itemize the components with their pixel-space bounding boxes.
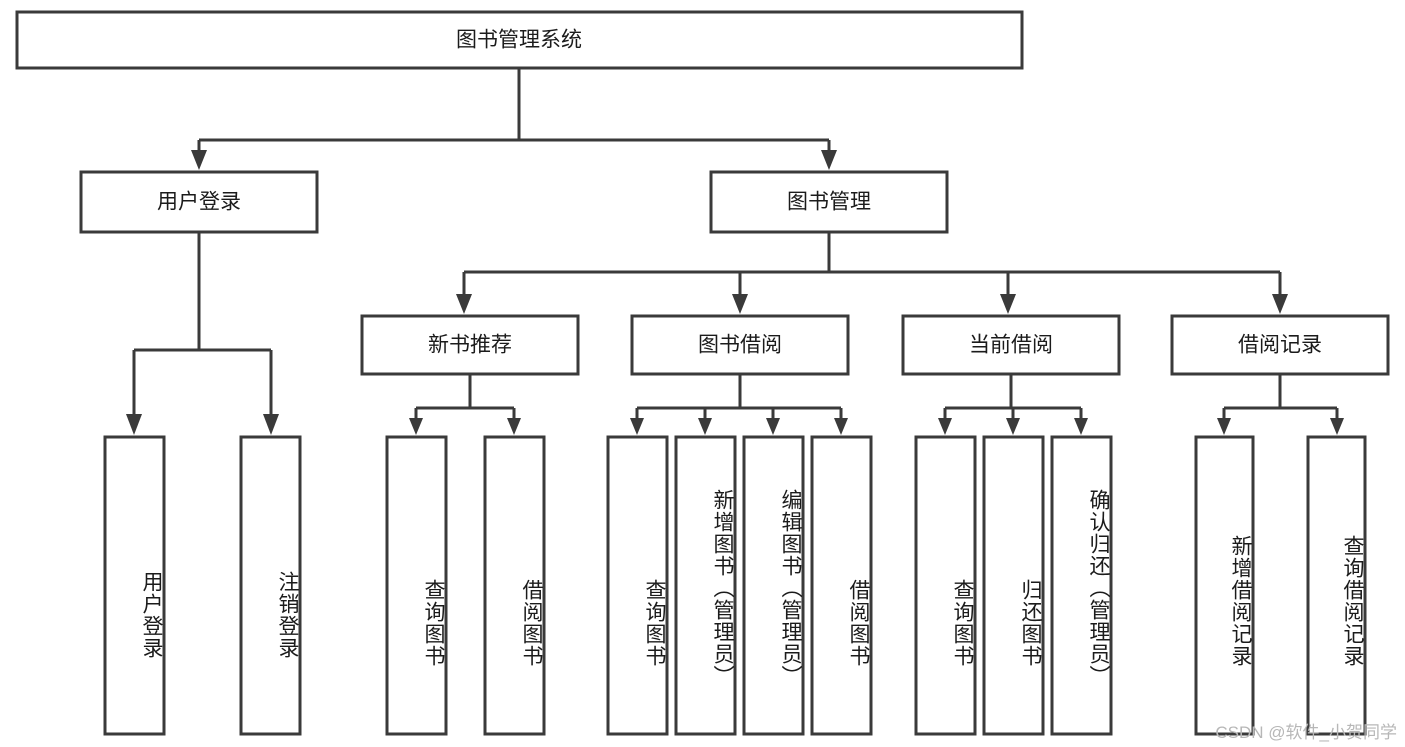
arrowhead-leaf-return-book (1006, 418, 1020, 435)
node-current-borrow-rect[interactable] (901, 314, 1121, 376)
node-leaf-query-book-rec-rect[interactable] (385, 435, 448, 736)
node-new-book-recommend-rect[interactable] (360, 314, 580, 376)
node-new-book-recommend[interactable]: 新书推荐 (360, 314, 580, 376)
arrowhead-borrow-record (1272, 294, 1288, 314)
connector-group-new-book-recommend (409, 374, 521, 435)
arrowhead-user-login (191, 150, 207, 170)
connector-group-current-borrow (938, 374, 1088, 435)
node-borrow-record-rect[interactable] (1170, 314, 1390, 376)
arrowhead-book-borrow (732, 294, 748, 314)
connector-group-user-login (126, 232, 279, 435)
arrowhead-leaf-confirm-return (1074, 418, 1088, 435)
node-leaf-edit-book-rect[interactable] (742, 435, 805, 736)
node-root[interactable]: 图书管理系统 (15, 10, 1024, 70)
leaf-boxes (103, 435, 1367, 736)
node-leaf-return-book-rect[interactable] (982, 435, 1045, 736)
arrowhead-leaf-query-book-rec (409, 418, 423, 435)
node-book-borrow[interactable]: 图书借阅 (630, 314, 850, 376)
node-borrow-record[interactable]: 借阅记录 (1170, 314, 1390, 376)
connector-group-borrow-record (1217, 374, 1344, 435)
node-leaf-confirm-return-rect[interactable] (1050, 435, 1113, 736)
node-leaf-query-book-cur-rect[interactable] (914, 435, 977, 736)
node-leaf-add-record-rect[interactable] (1194, 435, 1255, 736)
node-book-manage-label: 图书管理 (787, 191, 871, 214)
node-root-label: 图书管理系统 (456, 29, 582, 52)
arrowhead-new-book-recommend (456, 294, 472, 314)
arrowhead-leaf-add-record (1217, 418, 1231, 435)
connector-group-root (191, 68, 837, 170)
arrowhead-leaf-query-book-borrow (630, 418, 644, 435)
arrowhead-leaf-borrow-book (834, 418, 848, 435)
arrowhead-leaf-user-login (126, 414, 142, 435)
node-book-manage-rect[interactable] (709, 170, 949, 234)
node-book-manage[interactable]: 图书管理 (709, 170, 949, 234)
arrowhead-leaf-query-record (1330, 418, 1344, 435)
node-leaf-user-logout-rect[interactable] (239, 435, 302, 736)
arrowhead-book-manage (821, 150, 837, 170)
node-leaf-query-book-borrow-rect[interactable] (606, 435, 669, 736)
node-leaf-query-record-rect[interactable] (1306, 435, 1367, 736)
node-current-borrow-label: 当前借阅 (969, 334, 1053, 357)
connector-group-book-manage (456, 232, 1288, 314)
arrowhead-leaf-add-book (698, 418, 712, 435)
node-new-book-recommend-label: 新书推荐 (428, 334, 512, 357)
node-leaf-add-book-rect[interactable] (674, 435, 737, 736)
connector-group-book-borrow (630, 374, 848, 435)
node-user-login[interactable]: 用户登录 (79, 170, 319, 234)
arrowhead-leaf-query-book-cur (938, 418, 952, 435)
arrowhead-leaf-borrow-book-rec (507, 418, 521, 435)
node-leaf-user-login-rect[interactable] (103, 435, 166, 736)
node-user-login-rect[interactable] (79, 170, 319, 234)
arrowhead-current-borrow (1000, 294, 1016, 314)
csdn-watermark: CSDN @软件_小贺同学 (1215, 723, 1397, 742)
node-current-borrow[interactable]: 当前借阅 (901, 314, 1121, 376)
arrowhead-leaf-edit-book (766, 418, 780, 435)
node-book-borrow-rect[interactable] (630, 314, 850, 376)
node-book-borrow-label: 图书借阅 (698, 334, 782, 357)
node-leaf-borrow-book-rec-rect[interactable] (483, 435, 546, 736)
node-borrow-record-label: 借阅记录 (1238, 334, 1322, 357)
node-user-login-label: 用户登录 (157, 191, 241, 214)
arrowhead-leaf-user-logout (263, 414, 279, 435)
node-root-rect[interactable] (15, 10, 1024, 70)
node-leaf-borrow-book-rect[interactable] (810, 435, 873, 736)
